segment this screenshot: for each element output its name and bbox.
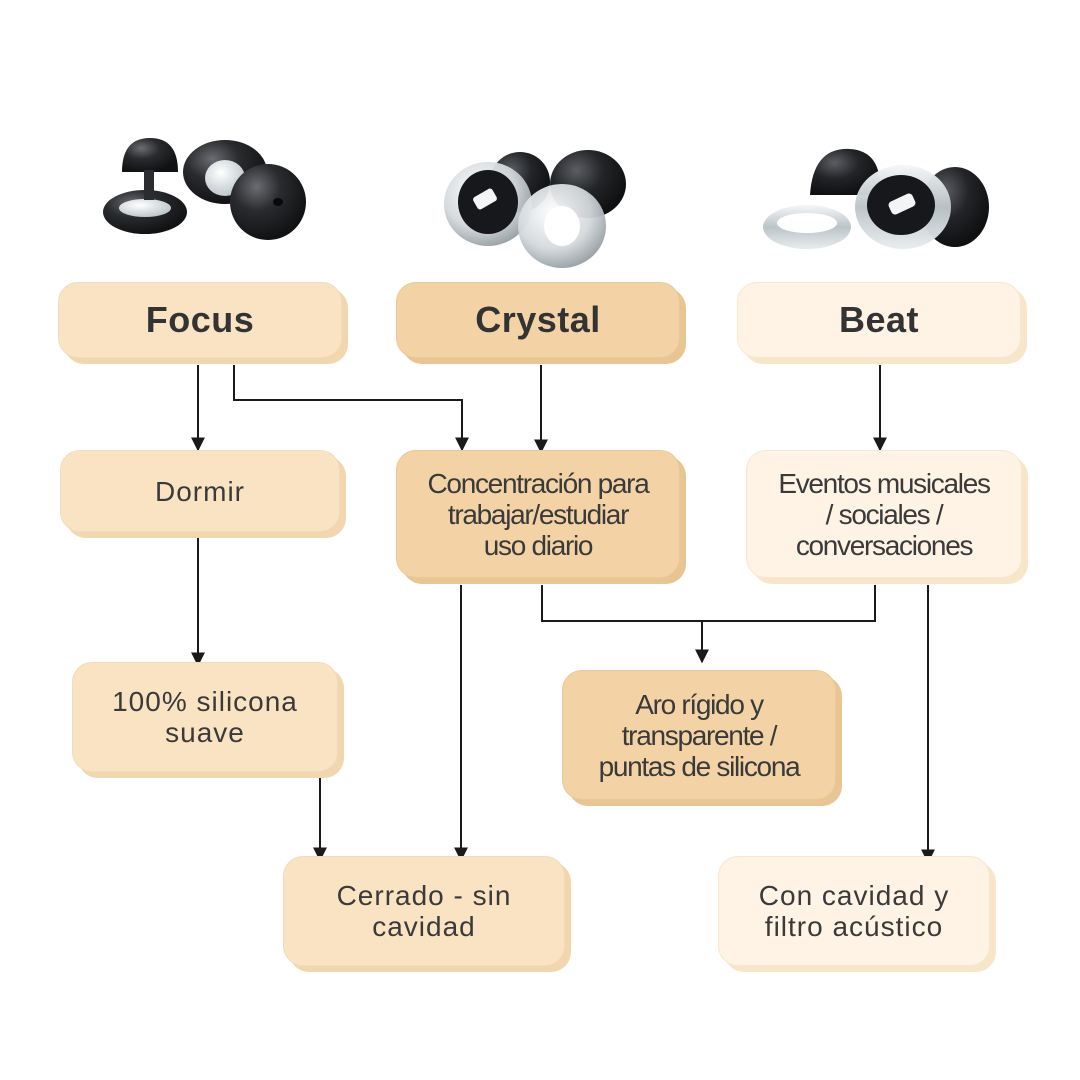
material-silicona-box: 100% silicona suave	[72, 662, 338, 772]
product-crystal-label: Crystal	[475, 299, 601, 340]
use-eventos-box: Eventos musicales / sociales / conversac…	[746, 450, 1022, 578]
design-cerrado-box: Cerrado - sin cavidad	[283, 856, 565, 966]
crystal-earplugs-icon	[444, 150, 626, 268]
design-cavidad-box: Con cavidad y filtro acústico	[718, 856, 990, 966]
design-cerrado-label: Cerrado - sin cavidad	[336, 880, 512, 942]
use-dormir-label: Dormir	[155, 475, 245, 507]
material-aro-box: Aro rígido y transparente / puntas de si…	[562, 670, 836, 800]
focus-earplugs-icon	[103, 138, 306, 240]
product-beat-box: Beat	[737, 282, 1021, 358]
material-silicona-label: 100% silicona suave	[112, 686, 298, 748]
product-beat-label: Beat	[838, 299, 920, 340]
connector-concentracion-eventos-merge	[541, 585, 876, 622]
design-cavidad-label: Con cavidad y filtro acústico	[758, 880, 950, 942]
material-aro-label: Aro rígido y transparente / puntas de si…	[598, 688, 801, 782]
use-dormir-box: Dormir	[60, 450, 340, 532]
beat-earplugs-icon	[763, 148, 989, 249]
product-focus-box: Focus	[58, 282, 342, 358]
use-eventos-label: Eventos musicales / sociales / conversac…	[778, 467, 991, 561]
product-crystal-box: Crystal	[396, 282, 680, 358]
product-focus-label: Focus	[145, 299, 255, 340]
use-concentracion-label: Concentración para trabajar/estudiar uso…	[427, 467, 650, 561]
use-concentracion-box: Concentración para trabajar/estudiar uso…	[396, 450, 680, 578]
arrow-focus-to-concentracion	[233, 365, 469, 452]
